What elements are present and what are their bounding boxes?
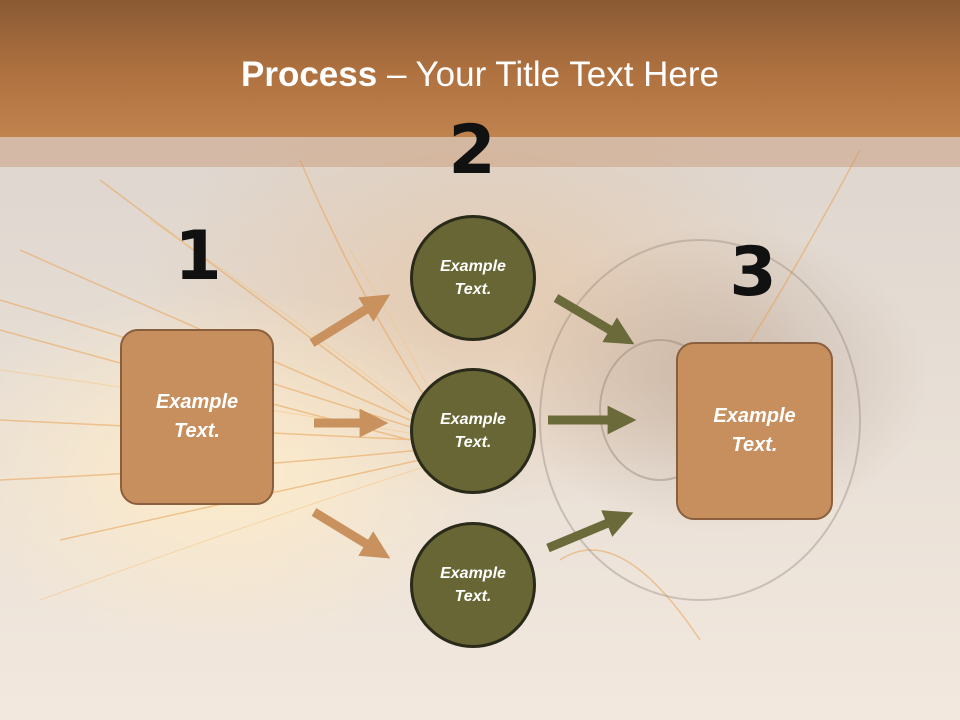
title-rest: – Your Title Text Here [377, 55, 719, 94]
arrow-right-up [553, 294, 635, 345]
circle-bottom[interactable]: Example Text. [410, 522, 536, 648]
circle-bottom-text: Example Text. [440, 565, 506, 605]
box-step-3[interactable]: Example Text. [676, 342, 833, 520]
box-step-1[interactable]: Example Text. [120, 329, 274, 505]
arrow-right-down [546, 510, 634, 553]
arrow-left-up [309, 294, 391, 347]
box-step-3-text: Example Text. [713, 405, 796, 456]
title-bar [0, 0, 960, 137]
circle-top-text: Example Text. [440, 258, 506, 298]
step-number-2: 2 [448, 111, 496, 190]
slide-title: Process – Your Title Text Here [0, 50, 960, 100]
circle-middle-text: Example Text. [440, 411, 506, 451]
arrow-left-down [311, 508, 391, 559]
circle-middle[interactable]: Example Text. [410, 368, 536, 494]
step-number-3: 3 [729, 233, 777, 312]
box-step-1-text: Example Text. [155, 391, 239, 442]
step-number-1: 1 [174, 217, 222, 296]
title-strip [0, 137, 960, 167]
title-bold: Process [241, 55, 378, 94]
circle-top[interactable]: Example Text. [410, 215, 536, 341]
